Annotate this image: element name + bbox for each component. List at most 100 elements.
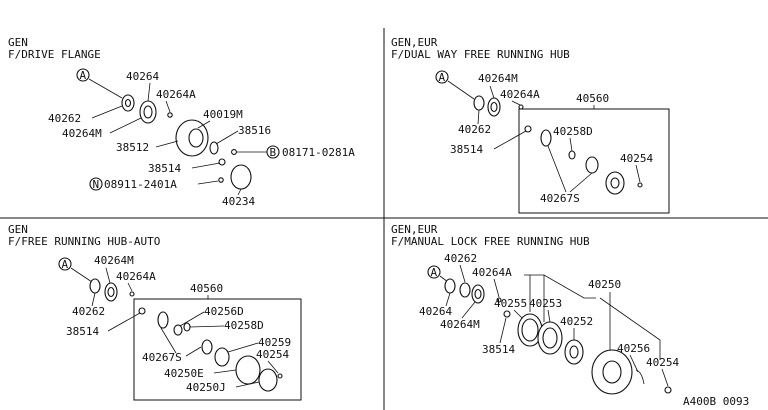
panel-title-line2: F/MANUAL LOCK FREE RUNNING HUB (391, 235, 590, 248)
part-label: 40255 (494, 297, 527, 310)
leader (197, 120, 211, 129)
leader (179, 311, 205, 327)
leader (547, 309, 551, 323)
leader (461, 301, 476, 319)
part-label: 40254 (256, 348, 289, 361)
leader (197, 180, 219, 185)
marker-a: A (62, 258, 69, 271)
kit-box-40560 (133, 298, 302, 401)
leader (191, 162, 221, 169)
drive-flange-hub (188, 128, 204, 148)
leader (661, 368, 669, 387)
panel-title-line1: GEN (8, 223, 28, 236)
leader (599, 297, 661, 360)
part-label: 40267S (142, 351, 182, 364)
leader (569, 172, 593, 193)
bolt-40254 (277, 373, 283, 379)
part-label: 40253 (529, 297, 562, 310)
leader (109, 117, 142, 134)
panel-manual-lock: GEN,EUR F/MANUAL LOCK FREE RUNNING HUB A… (391, 223, 679, 395)
leader (189, 325, 225, 328)
marker-a: A (431, 266, 438, 279)
part-label: 08911-2401A (104, 178, 177, 191)
body-40253-inner (542, 327, 558, 349)
footer-code: A400B 0093 (683, 395, 749, 408)
snap-ring-hole (143, 105, 153, 119)
leader (513, 309, 523, 319)
part-label: 40250E (164, 367, 204, 380)
washer-40264 (444, 278, 456, 294)
nut-08911 (218, 177, 224, 183)
part-label: 40234 (222, 195, 255, 208)
part-label: 40560 (190, 282, 223, 295)
hub-hole (610, 177, 620, 189)
part-label: 40264A (156, 88, 196, 101)
leader (489, 85, 495, 99)
bolt-40254 (637, 182, 643, 188)
leader (635, 164, 641, 183)
leader (165, 100, 171, 113)
seal-38514 (138, 307, 146, 315)
part-label: 40264A (500, 88, 540, 101)
seal-38514 (524, 125, 532, 133)
washer-40262 (473, 95, 485, 111)
clutch-40259 (214, 347, 230, 367)
leader (105, 267, 111, 284)
washer-40262 (459, 282, 471, 298)
part-label: 40267S (540, 192, 580, 205)
part-label: 40264M (94, 254, 134, 267)
clip-40256 (635, 369, 645, 385)
part-label: 40264 (419, 305, 452, 318)
part-label: 40264M (440, 318, 480, 331)
bolt-40264a (129, 291, 135, 297)
part-label: 40019M (203, 108, 243, 121)
ring-40258d (568, 150, 576, 160)
marker-n: N (93, 178, 100, 191)
leader (91, 105, 123, 119)
leader (524, 274, 596, 299)
seal-38514 (218, 158, 226, 166)
leader (235, 381, 260, 388)
part-label: 38514 (450, 143, 483, 156)
part-label: 40252 (560, 315, 593, 328)
leader (493, 130, 527, 150)
panel-title-line1: GEN,EUR (391, 223, 438, 236)
bearing-40267s-2 (585, 156, 599, 174)
part-label: 40262 (48, 112, 81, 125)
marker-a: A (439, 71, 446, 84)
panel-title-line2: F/FREE RUNNING HUB-AUTO (8, 235, 160, 248)
bearing-40267s-2 (201, 339, 213, 355)
part-label: 40262 (72, 305, 105, 318)
marker-a-circle (76, 68, 90, 82)
part-label: 40262 (458, 123, 491, 136)
part-label: 38516 (238, 124, 271, 137)
ring-40255-inner (521, 318, 539, 342)
leader (499, 317, 507, 344)
bolt-40264a (167, 112, 173, 118)
part-label: 40258D (553, 125, 593, 138)
marker-a: A (80, 69, 87, 82)
panel-dual-way-hub: GEN,EUR F/DUAL WAY FREE RUNNING HUB A 40… (391, 36, 670, 214)
gasket-38512 (209, 141, 219, 155)
leader (213, 369, 237, 374)
part-label: 40259 (258, 336, 291, 349)
knob-40250-inner (602, 360, 622, 384)
leader (147, 82, 151, 102)
part-label: 40250 (588, 278, 621, 291)
part-label: 40256 (617, 342, 650, 355)
part-label: 08171-0281A (282, 146, 355, 159)
panel-title-line2: F/DRIVE FLANGE (8, 48, 101, 61)
panel-title-line1: GEN (8, 36, 28, 49)
bolt-08171 (231, 149, 237, 155)
bearing-40267s (540, 129, 552, 147)
bolt-40254 (664, 386, 672, 394)
marker-a-circle (58, 257, 72, 271)
hub-40250j (258, 368, 278, 392)
leader (70, 267, 93, 283)
part-label: 40254 (646, 356, 679, 369)
marker-b: B (270, 146, 277, 159)
leader (215, 130, 239, 145)
leader (185, 346, 202, 357)
leader (227, 342, 259, 353)
part-label: 40264M (478, 72, 518, 85)
